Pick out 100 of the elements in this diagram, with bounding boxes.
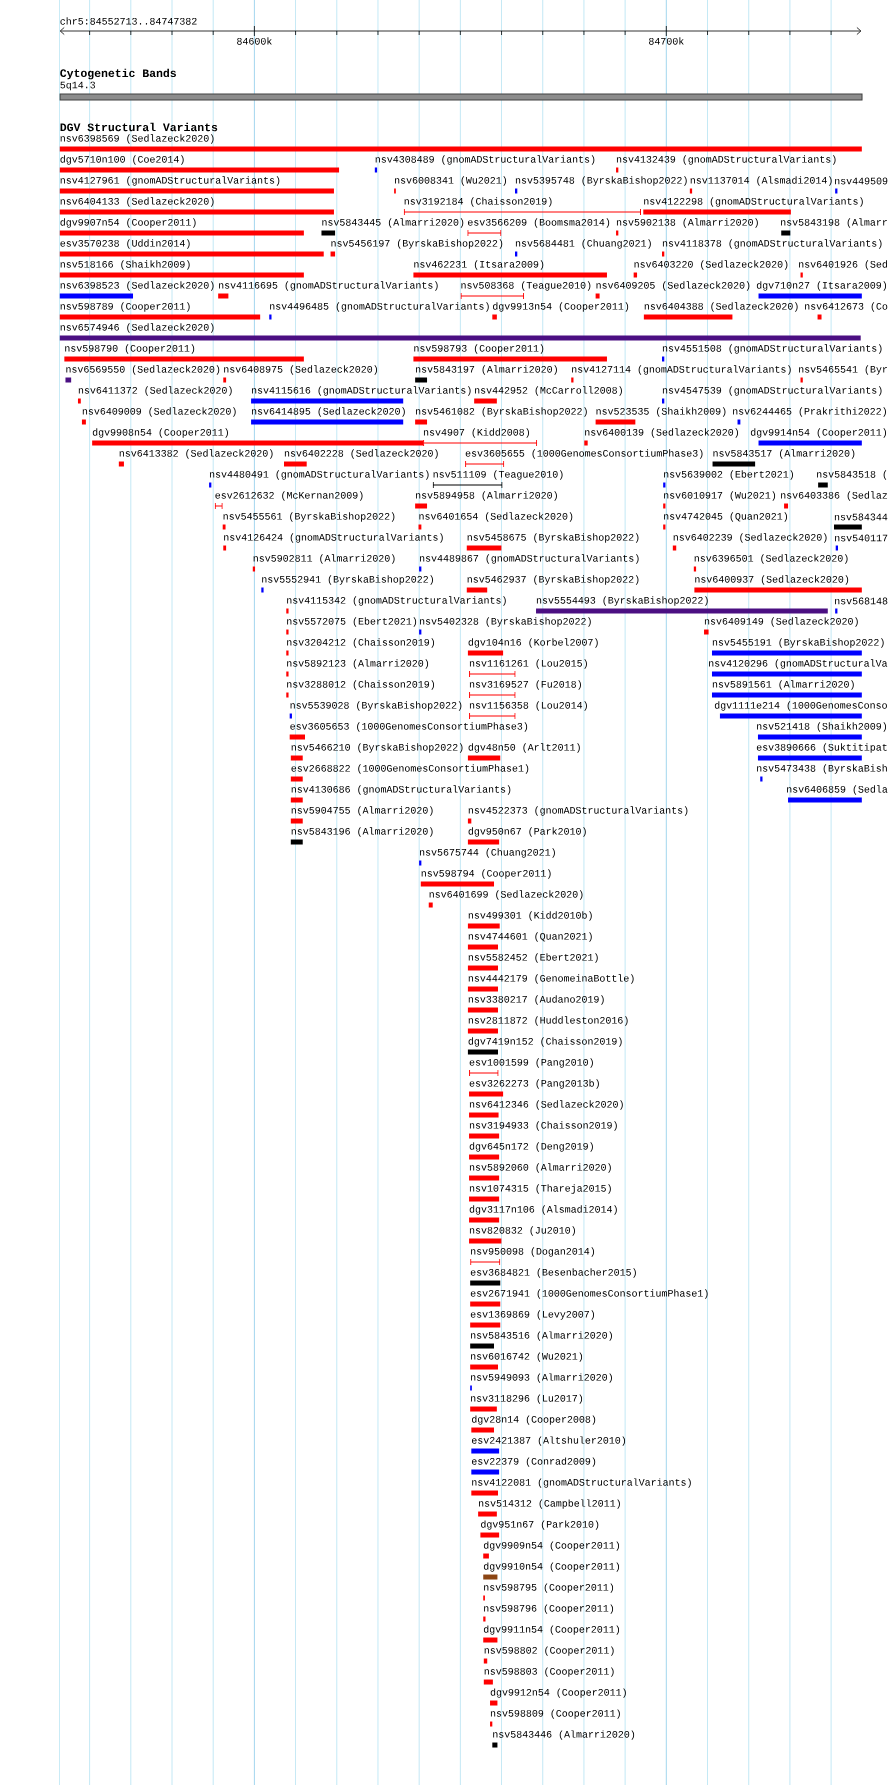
variant-label: esv3605655 (1000GenomesConsortiumPhase3) xyxy=(465,449,703,459)
variant-label: dgv104n16 (Korbel2007) xyxy=(468,638,598,648)
variant-label: dgv9907n54 (Cooper2011) xyxy=(60,218,196,228)
variant-bar xyxy=(59,293,133,299)
variant-label: nsv3288012 (Chaisson2019) xyxy=(287,680,435,690)
variant-label: nsv2811872 (Huddleston2016) xyxy=(468,1016,628,1026)
variant-bar xyxy=(286,671,289,677)
variant-label: nsv5552941 (ByrskaBishop2022) xyxy=(262,575,433,585)
variant-bar xyxy=(817,314,822,320)
variant-bar xyxy=(758,293,862,299)
variant-label: esv2612632 (McKernan2009) xyxy=(215,491,363,501)
variant-bar xyxy=(460,293,525,299)
variant-bar xyxy=(643,209,791,215)
variant-bar xyxy=(737,419,741,425)
variant-bar xyxy=(689,188,693,194)
variant-label: nsv442952 (McCarroll2008) xyxy=(475,386,622,396)
variant-bar xyxy=(467,944,498,950)
variant-bar xyxy=(432,482,503,488)
variant-label: nsv5675744 (Chuang2021) xyxy=(419,848,555,858)
variant-label: dgv645n172 (Deng2019) xyxy=(469,1142,593,1152)
variant-label: nsv568148 xyxy=(835,597,888,605)
variant-label: nsv540117 xyxy=(835,534,888,542)
variant-label: dgv9911n54 (Cooper2011) xyxy=(483,1625,620,1635)
variant-label: nsv950098 (Dogan2014) xyxy=(471,1247,595,1257)
variant-bar xyxy=(428,902,433,908)
variant-label: nsv6398523 (Sedlazeck2020) xyxy=(60,281,214,291)
variant-bar xyxy=(467,839,500,845)
variant-bar xyxy=(467,650,504,656)
variant-bar xyxy=(483,1679,493,1685)
variant-bar xyxy=(471,1490,498,1496)
variant-bar xyxy=(413,356,607,362)
variant-bar xyxy=(290,755,303,761)
variant-bar xyxy=(59,251,324,257)
variant-bar xyxy=(584,440,588,446)
variant-label: nsv5639002 (Ebert2021) xyxy=(664,470,793,480)
variant-bar xyxy=(222,524,226,530)
variant-label: nsv598794 (Cooper2011) xyxy=(421,869,551,879)
variant-bar xyxy=(284,461,307,467)
variant-label: nsv5466210 (ByrskaBishop2022) xyxy=(291,743,463,753)
variant-label: dgv9908n54 (Cooper2011) xyxy=(92,428,228,438)
variant-bar xyxy=(465,461,505,467)
variant-label: nsv6016742 (Wu2021) xyxy=(471,1352,583,1362)
variant-label: nsv518166 (Shaikh2009) xyxy=(60,260,190,270)
variant-label: esv3605653 (1000GenomesConsortiumPhase3) xyxy=(290,722,528,732)
variant-label: nsv4442179 (GenomeinaBottle) xyxy=(468,974,634,984)
variant-bar xyxy=(321,230,336,236)
variant-bar xyxy=(483,1616,486,1622)
variant-label: nsv5572075 (Ebert2021) xyxy=(287,617,417,627)
variant-label: nsv6409009 (Sedlazeck2020) xyxy=(82,407,236,417)
variant-label: nsv6010917 (Wu2021) xyxy=(664,491,776,501)
variant-bar xyxy=(81,419,86,425)
variant-label: nsv5402328 (ByrskaBishop2022) xyxy=(419,617,591,627)
variant-label: nsv5554493 (ByrskaBishop2022) xyxy=(536,596,708,606)
variant-bar xyxy=(420,881,494,887)
variant-bar xyxy=(59,272,304,278)
variant-bar xyxy=(800,272,803,278)
variant-bar xyxy=(286,692,289,698)
variant-label: nsv4547539 (gnomADStructuralVariants) xyxy=(662,386,882,396)
variant-bar xyxy=(223,377,227,383)
variant-label: dgv951n67 (Park2010) xyxy=(481,1520,599,1530)
variant-label: nsv523535 (Shaikh2009) xyxy=(596,407,726,417)
track-title: Cytogenetic Bands xyxy=(60,68,176,80)
variant-bar xyxy=(469,1070,499,1076)
variant-bar xyxy=(470,1301,501,1307)
variant-bar xyxy=(571,377,574,383)
variant-label: nsv1074315 (Thareja2015) xyxy=(469,1184,611,1194)
variant-label: dgv1111e214 (1000GenomesConso xyxy=(714,701,887,711)
variant-bar xyxy=(616,167,619,173)
variant-label: nsv5465541 (Byr xyxy=(799,365,887,375)
variant-label: nsv1156358 (Lou2014) xyxy=(469,701,587,711)
variant-label: nsv521418 (Shaikh2009) xyxy=(757,722,887,732)
variant-label: nsv5902138 (Almarri2020) xyxy=(616,218,758,228)
variant-label: nsv820832 (Ju2010) xyxy=(469,1226,575,1236)
variant-label: nsv5843445 (Almarri2020) xyxy=(322,218,464,228)
variant-bar xyxy=(469,713,516,719)
variant-label: esv3890666 (Suktitipat xyxy=(756,743,887,753)
variant-bar xyxy=(469,692,516,698)
variant-bar xyxy=(118,461,124,467)
variant-label: nsv5473438 (ByrskaBish xyxy=(757,764,887,774)
variant-bar xyxy=(616,230,619,236)
variant-bar xyxy=(269,314,272,320)
variant-bar xyxy=(595,419,636,425)
variant-bar xyxy=(471,1469,500,1475)
variant-label: nsv4742045 (Quan2021) xyxy=(664,512,788,522)
variant-bar xyxy=(663,524,666,530)
variant-label: nsv6400937 (Sedlazeck2020) xyxy=(695,575,849,585)
variant-label: nsv5462937 (ByrskaBishop2022) xyxy=(467,575,639,585)
variant-bar xyxy=(712,650,862,656)
tick-label: 84600k xyxy=(237,37,272,45)
variant-label: nsv1137014 (Alsmadi2014) xyxy=(690,176,832,186)
variant-label: nsv1161261 (Lou2015) xyxy=(469,659,587,669)
variant-label: nsv5684481 (Chuang2021) xyxy=(515,239,651,249)
variant-bar xyxy=(261,587,264,593)
variant-label: nsv5461082 (ByrskaBishop2022) xyxy=(416,407,587,417)
variant-label: nsv5843198 (Almarr xyxy=(781,218,887,228)
variant-label: nsv6404388 (Sedlazeck2020) xyxy=(644,302,798,312)
variant-bar xyxy=(474,398,497,404)
variant-bar xyxy=(466,587,488,593)
variant-bar xyxy=(788,797,862,803)
variant-bar xyxy=(467,923,500,929)
